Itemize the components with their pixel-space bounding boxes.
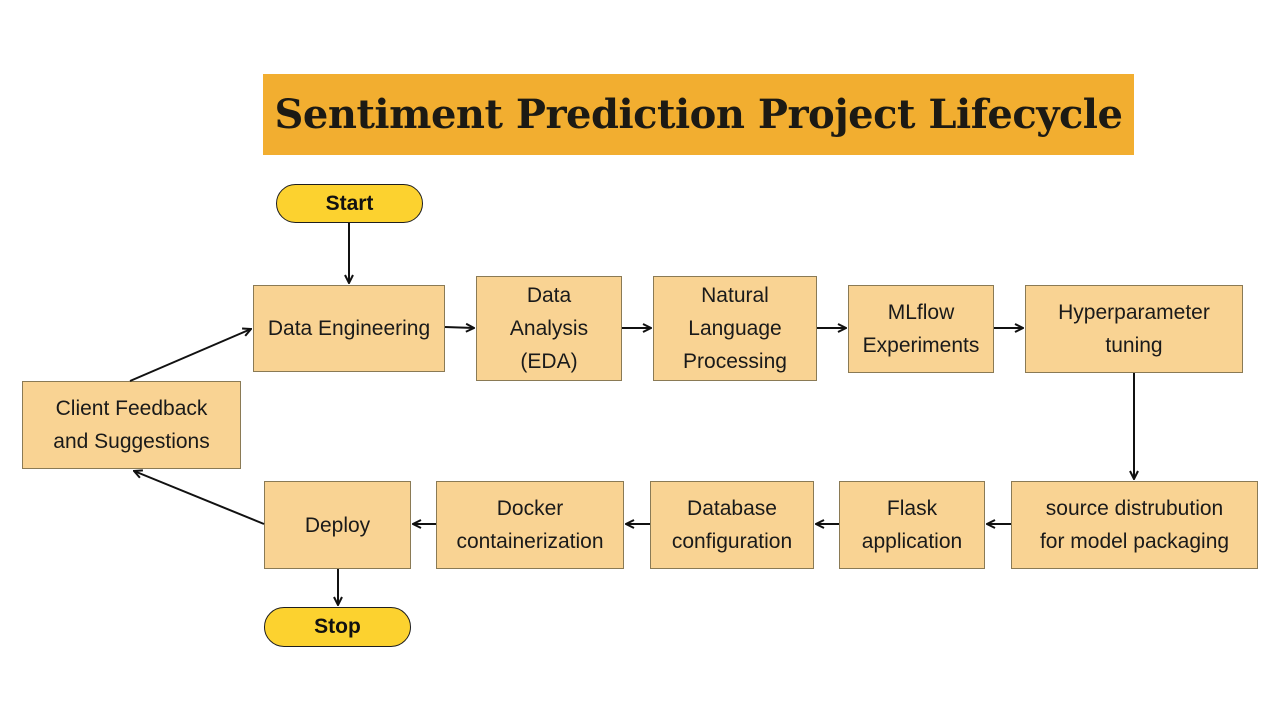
step-label: Natural Language Processing: [683, 284, 787, 373]
start-node: Start: [276, 184, 423, 223]
step-label: MLflow Experiments: [862, 301, 980, 357]
step-database: Database configuration: [650, 481, 814, 569]
arrow-deploy-to-client-feedback: [134, 471, 265, 525]
title-banner: Sentiment Prediction Project Lifecycle: [263, 74, 1134, 155]
step-nlp: Natural Language Processing: [653, 276, 817, 381]
diagram-title: Sentiment Prediction Project Lifecycle: [274, 91, 1123, 138]
stop-label: Stop: [314, 615, 361, 638]
step-docker: Docker containerization: [436, 481, 624, 569]
step-label: source distrubution for model packaging: [1039, 497, 1230, 553]
step-label: Docker containerization: [456, 497, 604, 553]
step-mlflow: MLflow Experiments: [848, 285, 994, 373]
step-label: Data Analysis (EDA): [509, 284, 589, 373]
step-label: Deploy: [304, 513, 371, 537]
step-label: Data Engineering: [267, 317, 431, 340]
step-label: Flask application: [861, 497, 963, 553]
step-data-analysis: Data Analysis (EDA): [476, 276, 622, 381]
stop-node: Stop: [264, 607, 411, 647]
start-label: Start: [325, 191, 374, 215]
step-label: Database configuration: [671, 497, 793, 553]
step-source-distribution: source distrubution for model packaging: [1011, 481, 1258, 569]
step-flask: Flask application: [839, 481, 985, 569]
step-hyperparameter: Hyperparameter tuning: [1025, 285, 1243, 373]
arrow-data-engineering-to-analysis: [444, 327, 474, 328]
step-label: Hyperparameter tuning: [1058, 301, 1210, 357]
step-data-engineering: Data Engineering: [253, 285, 445, 372]
arrow-client-feedback-to-data-engineering: [129, 329, 251, 382]
step-label: Client Feedback and Suggestions: [53, 397, 210, 453]
step-client-feedback: Client Feedback and Suggestions: [22, 381, 241, 469]
step-deploy: Deploy: [264, 481, 411, 569]
